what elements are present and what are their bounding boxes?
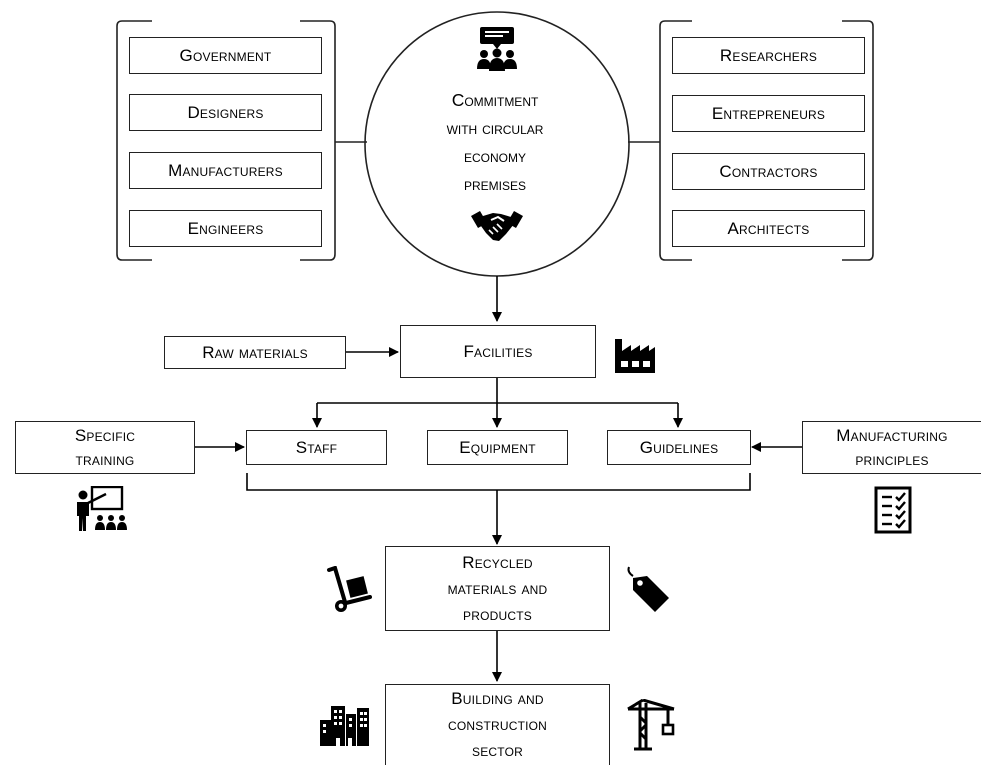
stakeholder-government: Government (129, 37, 322, 74)
stakeholder-engineers: Engineers (129, 210, 322, 247)
left-group-bracket (116, 20, 152, 261)
raw-materials-box: Raw materials (164, 336, 346, 369)
stakeholder-manufacturers: Manufacturers (129, 152, 322, 189)
staff-box: Staff (246, 430, 387, 465)
buildings-icon (318, 704, 370, 746)
stakeholder-architects: Architects (672, 210, 865, 247)
facilities-box: Facilities (400, 325, 596, 378)
guidelines-box: Guidelines (607, 430, 751, 465)
stakeholder-contractors: Contractors (672, 153, 865, 190)
factory-icon (613, 333, 657, 373)
handshake-icon (471, 208, 523, 244)
checklist-icon (874, 486, 912, 534)
commitment-text: Commitment with circular economy premise… (446, 90, 544, 194)
right-group-bracket (659, 20, 692, 261)
price-tag-icon (625, 566, 671, 614)
meeting-icon (476, 26, 518, 72)
crane-icon (626, 699, 676, 751)
equipment-box: Equipment (427, 430, 568, 465)
stakeholder-researchers: Researchers (672, 37, 865, 74)
teacher-presentation-icon (76, 486, 130, 532)
stakeholder-designers: Designers (129, 94, 322, 131)
stakeholder-entrepreneurs: Entrepreneurs (672, 95, 865, 132)
hand-truck-icon (326, 566, 372, 614)
